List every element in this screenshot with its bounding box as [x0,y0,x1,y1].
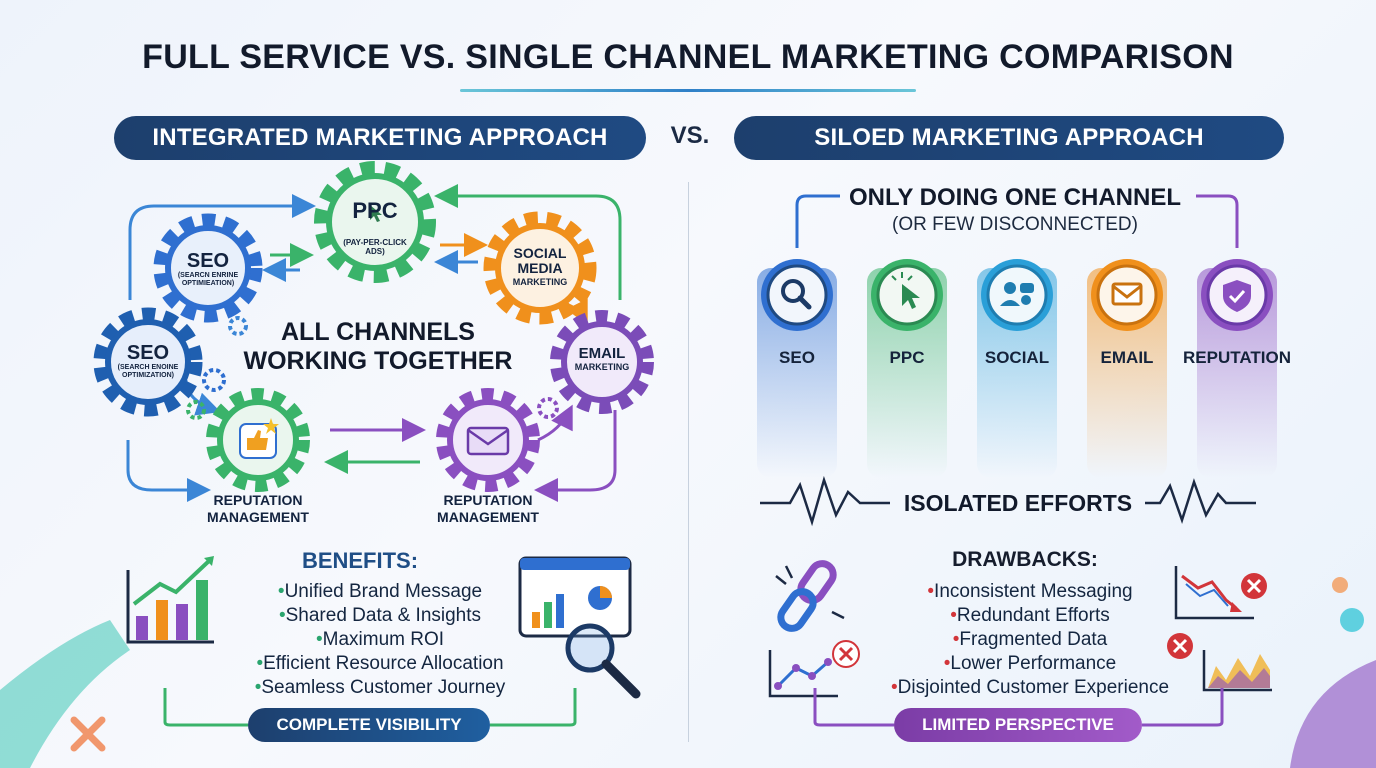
drawback-item: Disjointed Customer Experience [860,676,1200,700]
cursor-click-icon [891,272,920,309]
gear-seo-top: SEO (SEARCN ENRINE OPTIMIEATION) [168,250,248,288]
pulse-line-right [1145,478,1256,524]
benefit-item: Unified Brand Message [220,580,540,604]
gear-social: SOCIAL MEDIA MARKETING [500,246,580,287]
reputation-label-left: REPUTATION MANAGEMENT [188,492,328,526]
gear-ppc: PPC (PAY-PER-CLICK ADS) [325,198,425,257]
integrated-approach-header: INTEGRATED MARKETING APPROACH [114,116,646,160]
channel-label-email: EMAIL [1100,348,1154,367]
small-gears [186,316,559,420]
channel-label-ppc: PPC [889,348,925,367]
thumbs-up-star-icon [239,418,279,459]
reputation-label-left-line2: MANAGEMENT [207,509,309,525]
gear-social-title: SOCIAL MEDIA [513,245,567,276]
benefits-bracket-right [490,688,577,727]
gear-seo-left-title: SEO [126,342,170,364]
benefits-bracket-left [163,688,248,727]
seo-left-gear [93,307,203,417]
shield-check-icon [1223,280,1251,312]
reputation-label-right: REPUTATION MANAGEMENT [418,492,558,526]
gear-social-subtitle: MARKETING [512,277,568,287]
envelope-icon [1111,282,1143,306]
drawbacks-bracket-right [1142,688,1224,727]
limited-perspective-badge: LIMITED PERSPECTIVE [894,708,1142,742]
gear-ppc-title: PPC [352,198,398,223]
siloed-bracket-right [1196,194,1239,248]
drawback-item: Fragmented Data [860,628,1200,652]
siloed-heading: ONLY DOING ONE CHANNEL (OR FEW DISCONNEC… [830,184,1200,236]
isolated-efforts-label: ISOLATED EFFORTS [903,490,1133,516]
broken-chain-icon [775,560,845,632]
gear-email-title: EMAIL [578,345,626,362]
vs-label: VS. [670,122,710,149]
social-gear [483,211,597,325]
center-message-line2: WORKING TOGETHER [243,347,513,375]
siloed-heading-title: ONLY DOING ONE CHANNEL [848,184,1182,211]
siloed-bracket-left [795,194,840,248]
envelope-icon [466,426,510,456]
center-message-line1: ALL CHANNELS [281,318,475,346]
gear-seo-left: SEO (SEARCH ENOINE OPTIMIZATION) [108,342,188,380]
declining-chart-icon [768,640,860,698]
pulse-line-left [760,475,890,527]
channel-icon-circles [761,259,1273,331]
siloed-heading-subtitle: (OR FEW DISCONNECTED) [892,214,1138,235]
gear-email: EMAIL MARKETING [566,346,638,372]
channel-label-social: SOCIAL [984,348,1050,367]
benefits-list: Unified Brand Message Shared Data & Insi… [220,580,540,700]
reputation-label-left-line1: REPUTATION [213,492,303,508]
benefit-item: Shared Data & Insights [220,604,540,628]
reputation-label-right-line1: REPUTATION [443,492,533,508]
search-icon [781,279,812,310]
complete-visibility-badge: COMPLETE VISIBILITY [248,708,490,742]
gear-email-subtitle: MARKETING [574,362,630,372]
drawbacks-title: DRAWBACKS: [952,548,1098,571]
growth-chart-icon [126,556,214,644]
seo-top-gear [153,213,263,323]
gear-seo-left-subtitle: (SEARCH ENOINE OPTIMIZATION) [117,364,179,379]
benefit-item: Maximum ROI [220,628,540,652]
decorative-corner-shapes [0,577,1376,768]
drawback-item: Redundant Efforts [860,604,1200,628]
drawback-item: Inconsistent Messaging [860,580,1200,604]
page-title: FULL SERVICE VS. SINGLE CHANNEL MARKETIN… [142,38,1234,76]
title-underline [460,89,916,92]
gear-seo-top-subtitle: (SEARCN ENRINE OPTIMIEATION) [177,272,239,287]
gear-ppc-subtitle: (PAY-PER-CLICK ADS) [343,238,407,256]
drawbacks-list: Inconsistent Messaging Redundant Efforts… [860,580,1200,700]
ppc-gear [314,161,436,283]
benefit-item: Seamless Customer Journey [220,676,540,700]
email-gear [550,310,654,414]
reputation-label-right-line2: MANAGEMENT [437,509,539,525]
drawbacks-bracket-left [813,688,894,727]
center-divider [688,182,689,742]
gear-seo-top-title: SEO [186,250,230,272]
benefits-title: BENEFITS: [301,548,419,573]
benefit-item: Efficient Resource Allocation [220,652,540,676]
channel-label-reputation: REPUTATION [1183,348,1291,367]
users-chat-icon [1000,282,1034,306]
cursor-icon [370,205,382,222]
dashboard-magnifier-icon [518,556,641,699]
drawback-item: Lower Performance [860,652,1200,676]
siloed-approach-header: SILOED MARKETING APPROACH [734,116,1284,160]
channel-label-seo: SEO [779,348,815,367]
center-message: ALL CHANNELS WORKING TOGETHER [228,318,528,376]
